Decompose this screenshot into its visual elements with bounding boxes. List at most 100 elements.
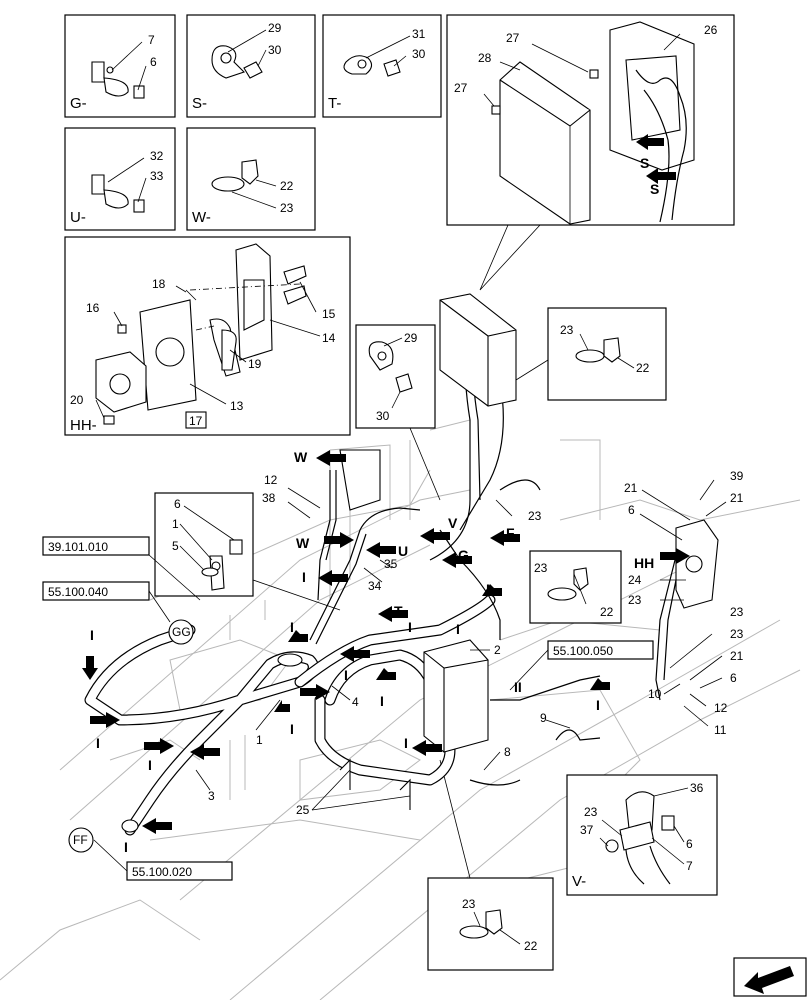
view-g-item-2: 6 [150,55,157,69]
detail-clamp-mid-item-2: 30 [376,409,390,423]
detail-control-box-item-4: 27 [454,81,468,95]
detail-clip-mid-item-2: 22 [600,605,614,619]
detail-control-box-arrow-1: S [640,155,649,171]
view-hh-item-1: 18 [152,277,166,291]
view-v-item-1: 36 [690,781,704,795]
view-t-item-2: 30 [412,47,426,61]
arrow-label-u: U [398,543,408,559]
view-g-item-1: 7 [148,33,155,47]
callout-23b: 23 [628,593,642,607]
view-hh-item-5: 19 [248,357,262,371]
arrow-label-t: T [394,603,403,619]
view-s-item-2: 30 [268,43,282,57]
view-hh-item-3: 15 [322,307,336,321]
arrow-label-i11: I [486,581,490,597]
callout-9: 9 [540,711,547,725]
view-hh: 18 16 15 14 19 13 20 17 HH- [64,236,351,436]
circle-labels: GG FF [68,619,194,853]
arrow-label-v: V [448,515,458,531]
detail-lug: 6 1 5 [154,492,341,611]
detail-clip-right-item-1: 23 [560,323,574,337]
machine-frame-outline [0,419,801,1000]
view-t: 31 30 T- [322,14,442,118]
callout-10: 10 [648,687,662,701]
view-s-item-1: 29 [268,21,282,35]
callout-12a: 12 [264,473,278,487]
view-v-item-5: 7 [686,859,693,873]
view-hh-label: HH- [70,417,97,434]
callout-21c: 21 [730,649,744,663]
callout-6: 6 [628,503,635,517]
callout-35: 35 [384,557,398,571]
arrow-label-i2: I [90,627,94,643]
callout-8: 8 [504,745,511,759]
detail-clip-right-item-2: 22 [636,361,650,375]
detail-lug-item-3: 5 [172,539,179,553]
view-v-item-3: 37 [580,823,594,837]
detail-clamp-mid-item-1: 29 [404,331,418,345]
callout-24: 24 [628,573,642,587]
detail-lug-item-1: 6 [174,497,181,511]
detail-clip-mid-item-1: 23 [534,561,548,575]
view-u-item-2: 33 [150,169,164,183]
arrow-label-i8: I [344,667,348,683]
view-hh-item-6: 13 [230,399,244,413]
view-g-label: G- [70,95,87,112]
detail-clip-bottom-item-1: 23 [462,897,476,911]
view-v: 36 23 37 6 7 V- [566,774,718,896]
callout-39: 39 [730,469,744,483]
detail-control-box-arrow-2: S [650,181,659,197]
arrow-label-w2: W [296,535,310,551]
arrow-label-i12: I [408,619,412,635]
arrow-label-i5: I [124,839,128,855]
view-v-item-2: 23 [584,805,598,819]
detail-lug-item-2: 1 [172,517,179,531]
arrow-label-i6: I [290,619,294,635]
callout-6b: 6 [730,671,737,685]
callout-23c: 23 [730,605,744,619]
callout-25: 25 [296,803,310,817]
callout-11: 11 [714,723,727,737]
view-g: 7 6 G- [64,14,176,118]
arrow-label-i10: I [404,735,408,751]
reference-label-4: 55.100.020 [132,865,192,879]
detail-control-box-item-3: 28 [478,51,492,65]
view-u-label: U- [70,209,86,226]
reference-label-3: 55.100.050 [553,644,613,658]
view-s: 29 30 S- [186,14,316,118]
arrow-label-i3: I [96,735,100,751]
view-hh-item-7: 20 [70,393,84,407]
view-t-item-1: 31 [412,27,426,41]
callout-4: 4 [352,695,359,709]
view-u-item-1: 32 [150,149,164,163]
callout-21a: 21 [624,481,638,495]
arrow-label-f: F [506,525,515,541]
detail-clamp-mid: 29 30 [355,324,441,501]
arrow-label-i1: I [302,569,306,585]
reference-label-2: 55.100.040 [48,585,108,599]
view-v-label: V- [572,873,586,890]
callout-3: 3 [208,789,215,803]
arrow-label-i7: I [290,721,294,737]
main-callouts: 12 38 4 1 3 2 35 34 23 25 8 9 39 21 21 6… [195,469,744,817]
detail-control-box-item-2: 26 [704,23,718,37]
view-w-item-1: 22 [280,179,294,193]
detail-clip-bottom-item-2: 22 [524,939,538,953]
detail-control-box: 27 26 28 27 S S [446,14,735,291]
view-w-item-2: 23 [280,201,294,215]
detail-control-box-item-1: 27 [506,31,520,45]
reference-boxes: 39.101.010 55.100.040 55.100.050 55.100.… [42,536,654,881]
callout-2: 2 [494,643,501,657]
detail-clip-mid: 23 22 [529,550,622,624]
arrow-label-i4: I [148,757,152,773]
callout-21b: 21 [730,491,744,505]
arrow-label-w1: W [294,449,308,465]
circle-label-ff: FF [73,833,88,847]
arrow-label-i9: I [380,693,384,709]
circle-label-gg: GG [172,625,191,639]
view-w: 22 23 W- [186,127,316,231]
detail-clip-bottom: 23 22 [427,759,554,971]
view-s-label: S- [192,95,207,112]
